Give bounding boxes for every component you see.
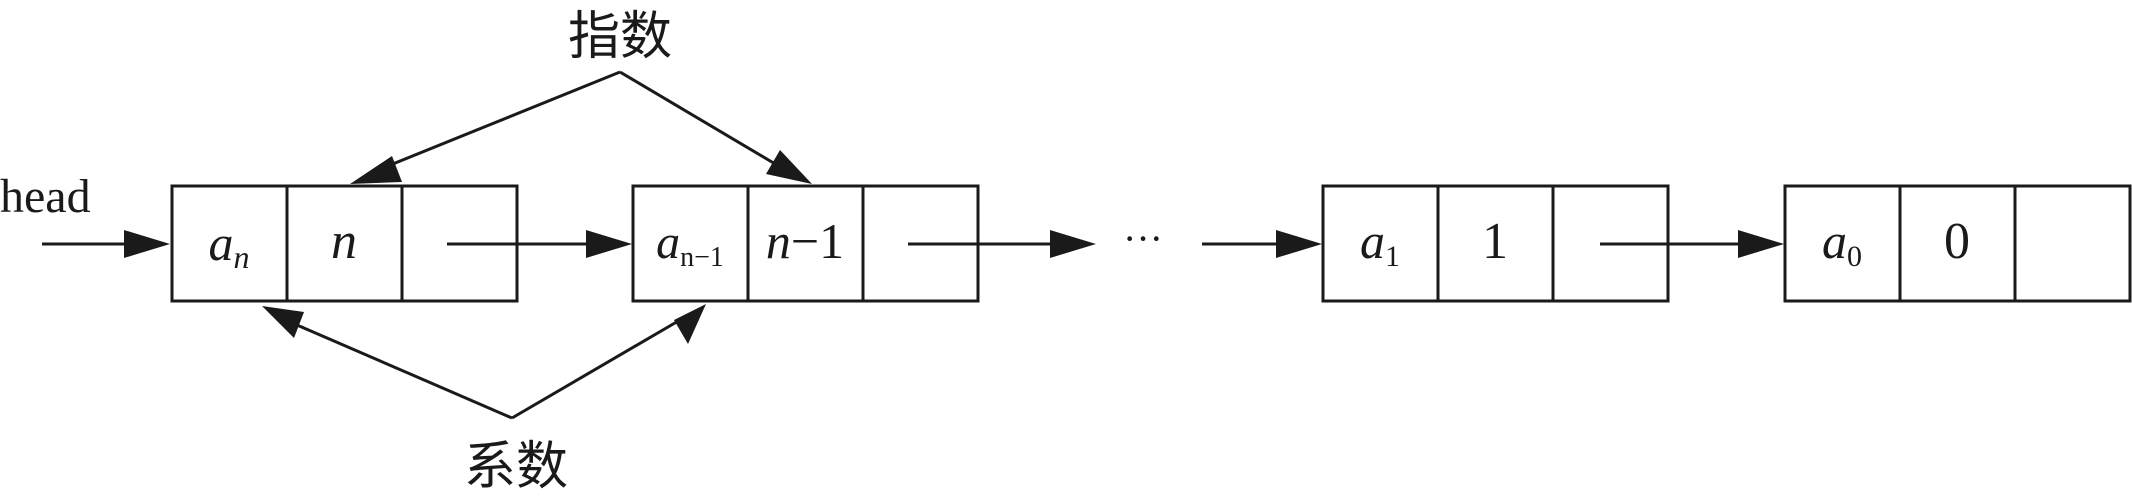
node-3-coefficient-cell — [1321, 184, 1440, 303]
node-2-exponent-text: n−1 — [766, 213, 844, 269]
node-1-exponent-text: n — [331, 213, 357, 270]
list-node-3: a1 1 — [1321, 184, 1670, 303]
node-4-exponent-text: 0 — [1944, 213, 1970, 270]
node-1-exponent-cell — [285, 184, 404, 303]
node-4-pointer-cell — [2013, 184, 2132, 303]
node-1-coefficient-text: an — [209, 215, 250, 275]
pointer-arrow-ellipsis-to-3 — [1202, 230, 1322, 258]
node-1-coefficient-cell — [170, 184, 289, 303]
exponent-callout-arrows — [350, 70, 812, 184]
node-2-exponent-cell — [746, 184, 865, 303]
ellipsis-text: ··· — [1123, 216, 1163, 261]
exponent-label: 指数 — [568, 7, 672, 67]
coefficient-callout-arrows — [262, 304, 706, 420]
list-node-4: a0 0 — [1783, 184, 2132, 303]
head-arrow — [42, 230, 170, 258]
list-node-2: an−1 n−1 — [631, 184, 980, 303]
node-2-coefficient-text: an−1 — [656, 216, 724, 273]
node-2-coefficient-cell — [631, 184, 750, 303]
pointer-arrow-1-to-2 — [447, 230, 632, 258]
head-label: head — [0, 170, 91, 223]
pointer-arrow-3-to-4 — [1600, 230, 1784, 258]
node-4-coefficient-cell — [1783, 184, 1902, 303]
node-3-coefficient-text: a1 — [1360, 213, 1400, 273]
pointer-arrow-2-to-ellipsis — [908, 230, 1096, 258]
node-4-coefficient-text: a0 — [1822, 213, 1862, 273]
node-4-exponent-cell — [1898, 184, 2017, 303]
coefficient-label: 系数 — [464, 437, 568, 497]
node-3-exponent-text: 1 — [1482, 213, 1508, 270]
